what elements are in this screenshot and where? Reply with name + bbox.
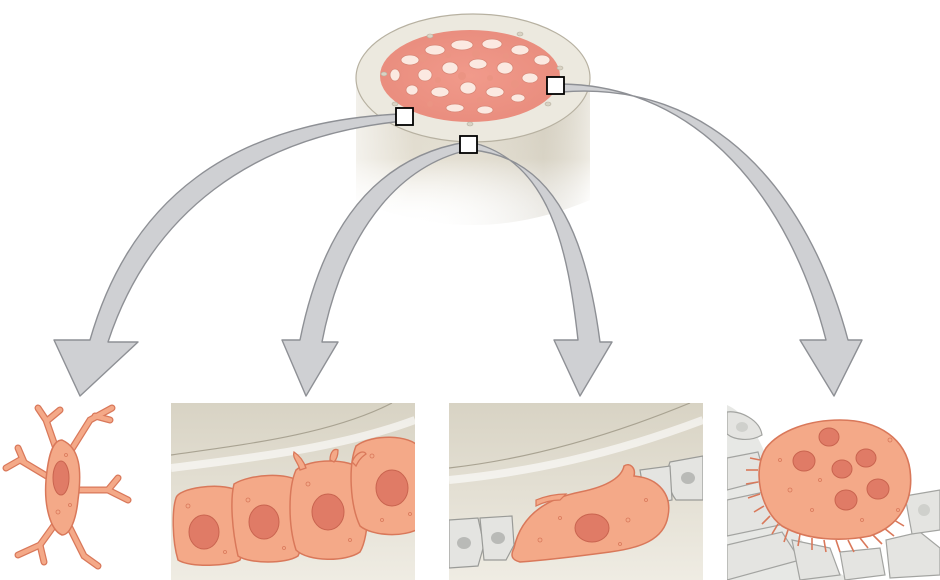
ruffled-border <box>745 457 905 553</box>
trabeculae <box>389 38 551 115</box>
arrow-to-panel-2 <box>281 141 469 397</box>
panel-3-flattened-cell <box>449 403 703 580</box>
magnify-box-center <box>459 135 478 154</box>
bone-cross-section <box>355 13 591 225</box>
magnification-boxes <box>395 76 565 154</box>
flattened-nucleus <box>574 513 610 543</box>
arrows <box>53 83 863 397</box>
magnify-box-right <box>546 76 565 95</box>
panel-1-stellate-cell <box>2 404 132 570</box>
magnify-box-left <box>395 107 414 126</box>
cuboidal-nuclei <box>188 469 409 550</box>
panel-2-cuboidal-cells <box>171 403 415 580</box>
arrow-to-panel-1 <box>53 113 405 397</box>
multinucleated-cell-body <box>758 419 912 540</box>
cortical-holes <box>380 31 564 127</box>
stellate-nucleus <box>52 460 70 496</box>
bone-matrix-cells <box>727 411 940 580</box>
panel-4-multinucleated-cell <box>727 405 940 580</box>
arrow-to-panel-3 <box>469 141 613 397</box>
marrow-spaces <box>419 50 519 107</box>
multiple-nuclei <box>792 427 890 511</box>
flattened-cell-body <box>511 464 670 563</box>
arrow-to-panel-4 <box>561 83 863 397</box>
